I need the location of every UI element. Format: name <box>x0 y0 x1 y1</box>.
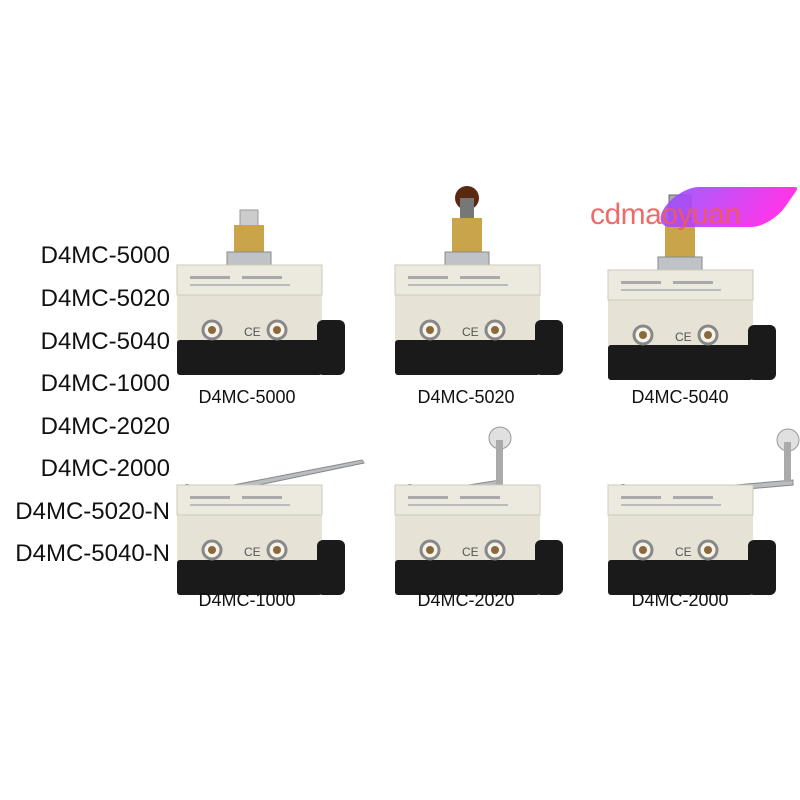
watermark: cdmaoyuan <box>590 198 741 231</box>
product-caption: D4MC-5020 <box>417 387 515 407</box>
product-caption: D4MC-1000 <box>198 590 296 610</box>
svg-text:CE: CE <box>675 545 692 559</box>
svg-text:CE: CE <box>244 545 261 559</box>
model-label: D4MC-2020 <box>40 413 170 440</box>
limit-switch-hinge-lever: CE <box>172 400 372 605</box>
model-label: D4MC-1000 <box>40 370 170 397</box>
product-caption: D4MC-5000 <box>198 387 296 407</box>
model-label: D4MC-5020-N <box>15 498 170 525</box>
model-label: D4MC-5040-N <box>15 540 170 567</box>
svg-text:CE: CE <box>462 545 479 559</box>
svg-text:CE: CE <box>675 330 692 344</box>
product-caption: D4MC-2000 <box>631 590 729 610</box>
product-caption: D4MC-2020 <box>417 590 515 610</box>
svg-text:CE: CE <box>462 325 479 339</box>
limit-switch-roller-lever: CE <box>603 400 800 605</box>
svg-text:CE: CE <box>244 325 261 339</box>
limit-switch-plunger: CE <box>172 180 372 385</box>
model-label: D4MC-5000 <box>40 242 170 269</box>
limit-switch-roller-plunger-vertical: CE <box>390 180 590 385</box>
model-label: D4MC-5020 <box>40 285 170 312</box>
model-label: D4MC-2000 <box>40 455 170 482</box>
product-caption: D4MC-5040 <box>631 387 729 407</box>
model-label: D4MC-5040 <box>40 328 170 355</box>
limit-switch-hinge-roller-lever: CE <box>390 400 590 605</box>
